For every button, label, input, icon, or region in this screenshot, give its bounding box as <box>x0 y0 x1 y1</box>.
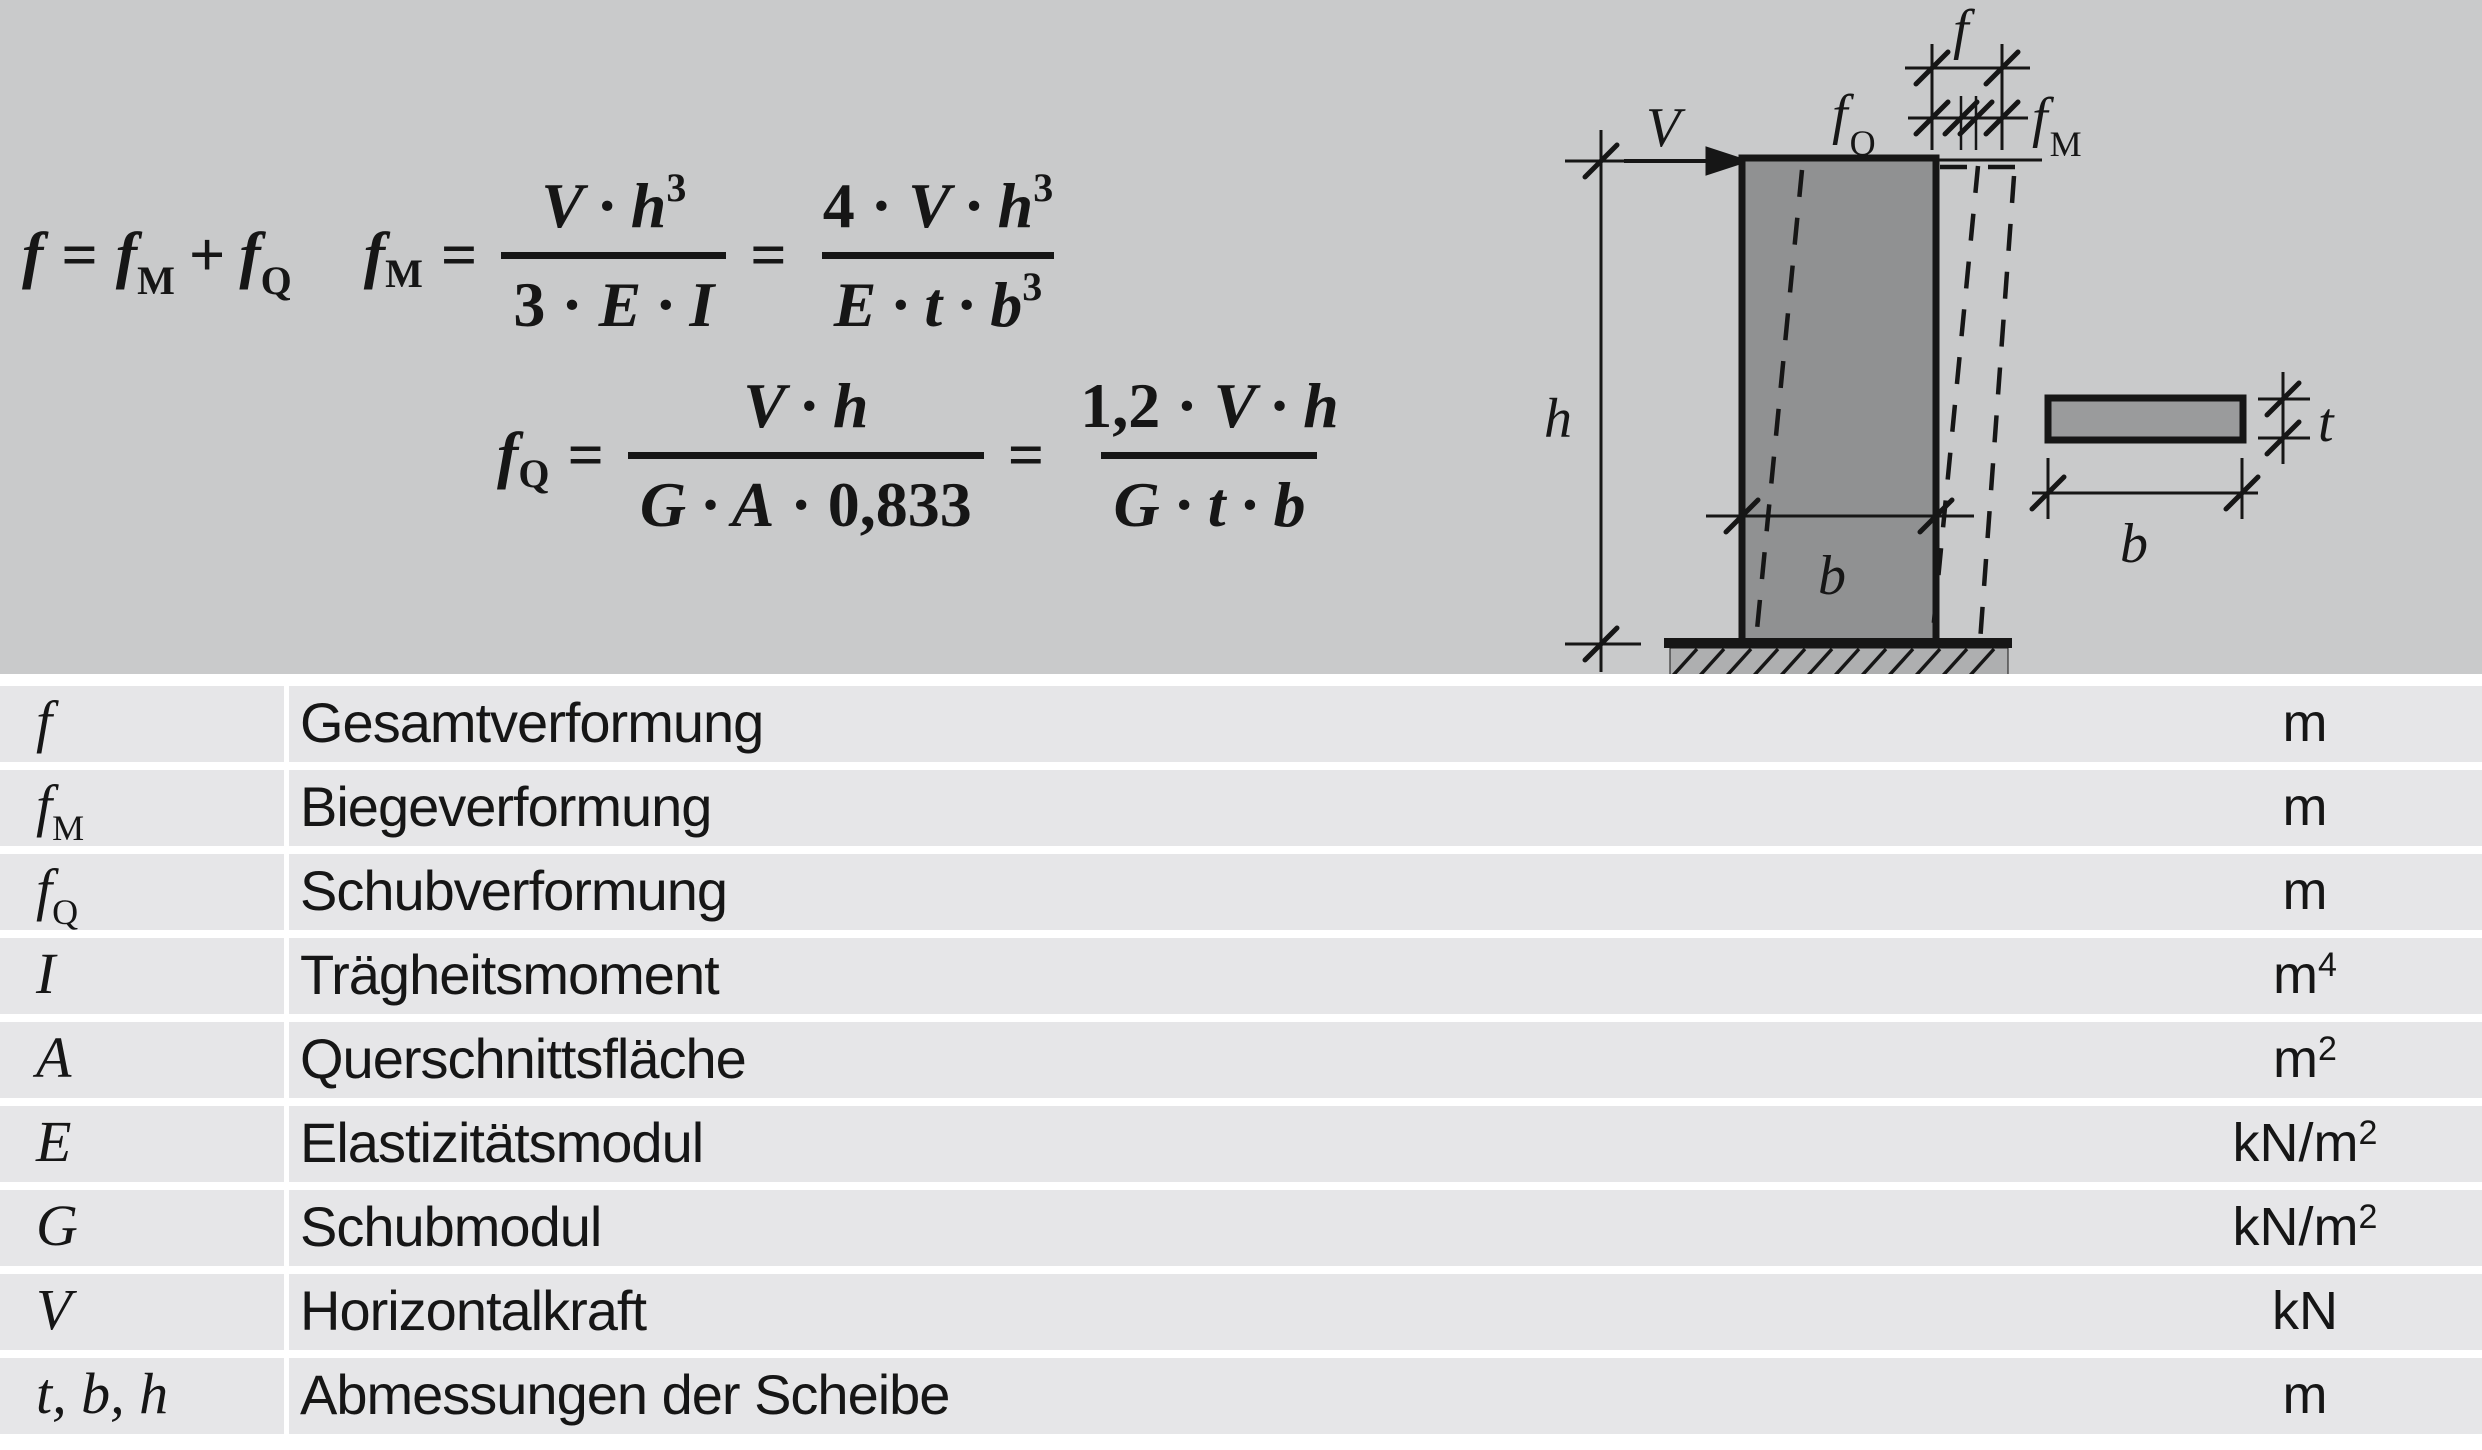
f-shear-label: fQ <box>1832 84 1876 163</box>
fraction-bending-2: 4 · V · h3 E · t · b3 <box>811 164 1065 342</box>
symbol-cell: V <box>36 1276 72 1342</box>
formula-token: = <box>567 419 604 490</box>
table-row: V Horizontalkraft kN <box>0 1274 2482 1350</box>
table-row: A Querschnittsfläche m2 <box>0 1022 2482 1098</box>
definitions-table: f Gesamtverformung m fM Biegeverformung … <box>0 686 2482 1442</box>
description-cell: Biegeverformung <box>300 775 712 839</box>
column-separator <box>284 770 289 846</box>
column-separator <box>284 1358 289 1434</box>
formula-token: = <box>440 219 478 290</box>
fraction-shear-2: 1,2 · V · h G · t · b <box>1068 369 1350 542</box>
description-cell: Gesamtverformung <box>300 691 764 755</box>
description-cell: Schubmodul <box>300 1195 602 1259</box>
unit-cell: m <box>2282 860 2328 921</box>
table-row: I Trägheitsmoment m4 <box>0 938 2482 1014</box>
symbol-cell: I <box>36 940 56 1006</box>
f-bending-label: fM <box>2032 87 2082 164</box>
unit-cell: m <box>2282 692 2328 753</box>
formula-token: f <box>497 419 519 490</box>
denominator: E · t · b3 <box>821 251 1055 342</box>
h-dimension-label: h <box>1544 388 1572 450</box>
unit-cell: m <box>2282 776 2328 837</box>
symbol-cell: fM <box>36 772 85 848</box>
h-dimension: h <box>1544 130 1641 672</box>
unit-cell: kN/m2 <box>2232 1196 2378 1257</box>
cross-section-rectangle <box>2044 394 2247 444</box>
wall-cross-section: t b <box>2029 372 2335 575</box>
column-separator <box>284 1190 289 1266</box>
description-cell: Abmessungen der Scheibe <box>300 1363 950 1427</box>
column-separator <box>284 938 289 1014</box>
deformed-shape-dashed-lines <box>1753 164 2018 643</box>
column-separator <box>284 1274 289 1350</box>
b-dimension-wall: b <box>1706 497 1974 607</box>
numerator: V · h <box>743 369 869 441</box>
table-row: f Gesamtverformung m <box>0 686 2482 762</box>
ground-support <box>1664 638 2012 674</box>
description-cell: Schubverformung <box>300 859 728 923</box>
column-separator <box>284 686 289 762</box>
b-dimension-label: b <box>1818 545 1846 607</box>
symbol-cell: E <box>36 1108 72 1174</box>
formula-token: M <box>385 250 423 296</box>
numerator: 1,2 · V · h <box>1080 369 1339 441</box>
table-row: fQ Schubverformung m <box>0 854 2482 932</box>
formula-token: f <box>363 219 386 290</box>
description-cell: Elastizitätsmodul <box>300 1111 704 1175</box>
column-separator <box>284 1022 289 1098</box>
unit-cell: kN <box>2272 1280 2338 1341</box>
denominator: G · t · b <box>1101 451 1318 542</box>
table-row: t, b, h Abmessungen der Scheibe m <box>0 1358 2482 1434</box>
table-row: fM Biegeverformung m <box>0 770 2482 848</box>
formula-token: = <box>750 219 787 290</box>
formula-identity: f=fM+fQ <box>22 219 292 303</box>
f-dimension-group: f fQ fM <box>1832 0 2082 164</box>
v-force-arrow: V <box>1624 97 1751 176</box>
formula-token: Q <box>518 450 550 496</box>
column-separator <box>284 854 289 930</box>
unit-cell: m4 <box>2273 944 2337 1005</box>
description-cell: Horizontalkraft <box>300 1279 647 1343</box>
symbol-cell: t, b, h <box>36 1360 169 1426</box>
numerator: 4 · V · h3 <box>822 164 1054 241</box>
unit-cell: m2 <box>2273 1028 2337 1089</box>
f-total-label: f <box>1953 0 1976 61</box>
fraction-shear-1: V · h G · A · 0,833 <box>627 369 984 542</box>
column-separator <box>284 1106 289 1182</box>
formula-panel: h V b <box>0 0 2482 674</box>
table-row: E Elastizitätsmodul kN/m2 <box>0 1106 2482 1182</box>
description-cell: Trägheitsmoment <box>300 943 720 1007</box>
unit-cell: kN/m2 <box>2232 1112 2378 1173</box>
symbol-cell: A <box>36 1024 72 1090</box>
ground-hatch <box>1671 647 1996 674</box>
unit-cell: m <box>2282 1364 2328 1425</box>
b-section-label: b <box>2120 513 2148 575</box>
numerator: V · h3 <box>541 164 687 241</box>
fraction-bending-1: V · h3 3 · E · I <box>501 164 727 342</box>
denominator: G · A · 0,833 <box>627 451 984 542</box>
wall-diagram: h V b <box>1544 0 2335 674</box>
symbol-cell: f <box>36 688 53 754</box>
description-cell: Querschnittsfläche <box>300 1027 747 1091</box>
denominator: 3 · E · I <box>501 251 727 342</box>
v-force-label: V <box>1646 97 1686 159</box>
symbol-cell: G <box>36 1192 78 1258</box>
formula-token: = <box>1007 419 1045 490</box>
table-row: G Schubmodul kN/m2 <box>0 1190 2482 1266</box>
t-dimension-label: t <box>2318 392 2335 454</box>
symbol-cell: fQ <box>36 856 79 932</box>
